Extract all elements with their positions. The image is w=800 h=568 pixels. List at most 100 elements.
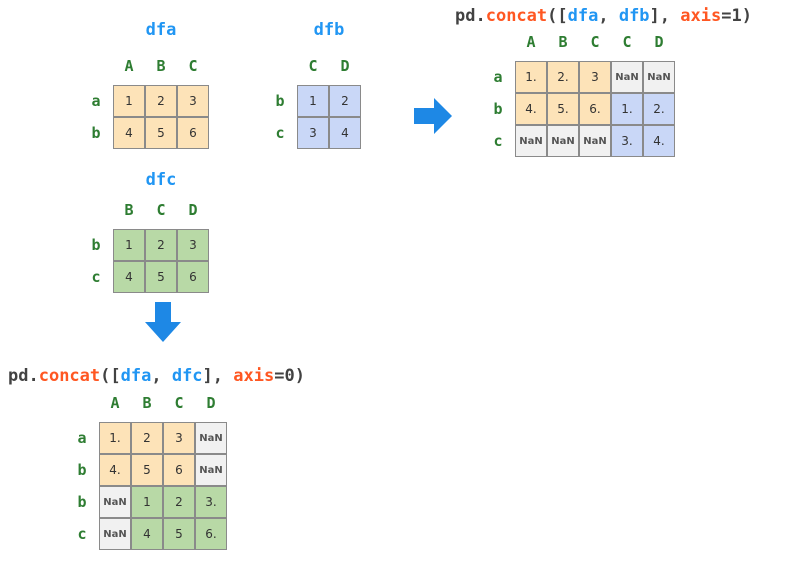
axis1-row-header: b xyxy=(493,100,503,118)
code-a: dfa xyxy=(120,366,152,386)
axis0-column-header: C xyxy=(174,394,184,412)
dfa-cell: 3 xyxy=(177,85,209,117)
axis1-cell: 4. xyxy=(515,93,547,125)
dfc-cell: 2 xyxy=(145,229,177,261)
down-arrow-icon xyxy=(145,302,181,342)
down-arrow-icon-shape xyxy=(145,302,181,342)
dfb-title: dfb xyxy=(313,20,345,40)
code-end: ) xyxy=(294,366,305,386)
dfb-cell: 4 xyxy=(329,117,361,149)
code-a: dfa xyxy=(567,6,599,26)
dfa-column-header: A xyxy=(124,57,134,75)
dfc-cell: 6 xyxy=(177,261,209,293)
axis0-cell: 3 xyxy=(163,422,195,454)
code-close: ], xyxy=(649,6,681,26)
axis0-column-header: A xyxy=(110,394,120,412)
axis0-code: pd.concat([dfa, dfc], axis=0) xyxy=(8,366,305,386)
axis1-cell: 1. xyxy=(611,93,643,125)
dfa-cell: 4 xyxy=(113,117,145,149)
axis0-cell: NaN xyxy=(195,454,227,486)
axis1-cell: NaN xyxy=(611,61,643,93)
code-kw: axis xyxy=(680,6,722,26)
axis1-row-header: a xyxy=(493,68,503,86)
axis1-row-header: c xyxy=(493,132,503,150)
dfb-column-header: D xyxy=(340,57,350,75)
dfa-cell: 5 xyxy=(145,117,177,149)
axis0-cell: NaN xyxy=(99,518,131,550)
dfa-row-header: b xyxy=(91,124,101,142)
code-b: dfc xyxy=(171,366,203,386)
dfa-column-header: B xyxy=(156,57,166,75)
code-sep: , xyxy=(598,6,619,26)
code-open: ([ xyxy=(547,6,568,26)
right-arrow-icon xyxy=(414,98,452,134)
axis0-cell: 2 xyxy=(163,486,195,518)
axis0-cell: 3. xyxy=(195,486,227,518)
code-fn: concat xyxy=(38,366,101,386)
axis1-cell: 5. xyxy=(547,93,579,125)
axis1-cell: 2. xyxy=(643,93,675,125)
code-kw: axis xyxy=(233,366,275,386)
dfc-row-header: b xyxy=(91,236,101,254)
axis0-cell: NaN xyxy=(99,486,131,518)
axis0-row-header: b xyxy=(77,461,87,479)
dfb-cell: 3 xyxy=(297,117,329,149)
dfc-column-header: C xyxy=(156,201,166,219)
axis0-cell: 2 xyxy=(131,422,163,454)
axis0-cell: 4. xyxy=(99,454,131,486)
dfc-cell: 1 xyxy=(113,229,145,261)
axis1-cell: NaN xyxy=(579,125,611,157)
axis0-cell: 1. xyxy=(99,422,131,454)
dfb-column-header: C xyxy=(308,57,318,75)
axis1-column-header: D xyxy=(654,33,664,51)
dfa-cell: 6 xyxy=(177,117,209,149)
dfb-cell: 2 xyxy=(329,85,361,117)
axis1-cell: 3. xyxy=(611,125,643,157)
axis1-cell: 6. xyxy=(579,93,611,125)
axis0-row-header: c xyxy=(77,525,87,543)
code-prefix: pd. xyxy=(455,6,486,26)
code-eq: = xyxy=(721,6,732,26)
code-sep: , xyxy=(151,366,172,386)
axis0-row-header: a xyxy=(77,429,87,447)
axis1-cell: 4. xyxy=(643,125,675,157)
dfc-cell: 3 xyxy=(177,229,209,261)
axis0-cell: 6 xyxy=(163,454,195,486)
axis0-cell: 6. xyxy=(195,518,227,550)
axis1-cell: NaN xyxy=(515,125,547,157)
axis1-column-header: C xyxy=(590,33,600,51)
code-eq: = xyxy=(274,366,285,386)
code-fn: concat xyxy=(485,6,548,26)
axis1-code: pd.concat([dfa, dfb], axis=1) xyxy=(455,6,752,26)
dfa-title: dfa xyxy=(145,20,177,40)
dfc-column-header: B xyxy=(124,201,134,219)
dfb-row-header: b xyxy=(275,92,285,110)
code-end: ) xyxy=(741,6,752,26)
code-val: 0 xyxy=(284,366,295,386)
code-val: 1 xyxy=(731,6,742,26)
dfb-row-header: c xyxy=(275,124,285,142)
axis1-column-header: B xyxy=(558,33,568,51)
code-prefix: pd. xyxy=(8,366,39,386)
dfc-title: dfc xyxy=(145,170,177,190)
dfc-column-header: D xyxy=(188,201,198,219)
code-open: ([ xyxy=(100,366,121,386)
axis0-column-header: B xyxy=(142,394,152,412)
axis1-cell: 2. xyxy=(547,61,579,93)
axis0-cell: 4 xyxy=(131,518,163,550)
dfc-row-header: c xyxy=(91,268,101,286)
dfa-column-header: C xyxy=(188,57,198,75)
axis1-column-header: C xyxy=(622,33,632,51)
dfa-row-header: a xyxy=(91,92,101,110)
dfa-cell: 2 xyxy=(145,85,177,117)
dfb-cell: 1 xyxy=(297,85,329,117)
axis0-cell: 5 xyxy=(131,454,163,486)
axis1-cell: 1. xyxy=(515,61,547,93)
axis0-column-header: D xyxy=(206,394,216,412)
dfc-cell: 5 xyxy=(145,261,177,293)
right-arrow-icon-shape xyxy=(414,98,452,134)
axis0-cell: NaN xyxy=(195,422,227,454)
code-b: dfb xyxy=(618,6,650,26)
axis0-row-header: b xyxy=(77,493,87,511)
axis0-cell: 1 xyxy=(131,486,163,518)
